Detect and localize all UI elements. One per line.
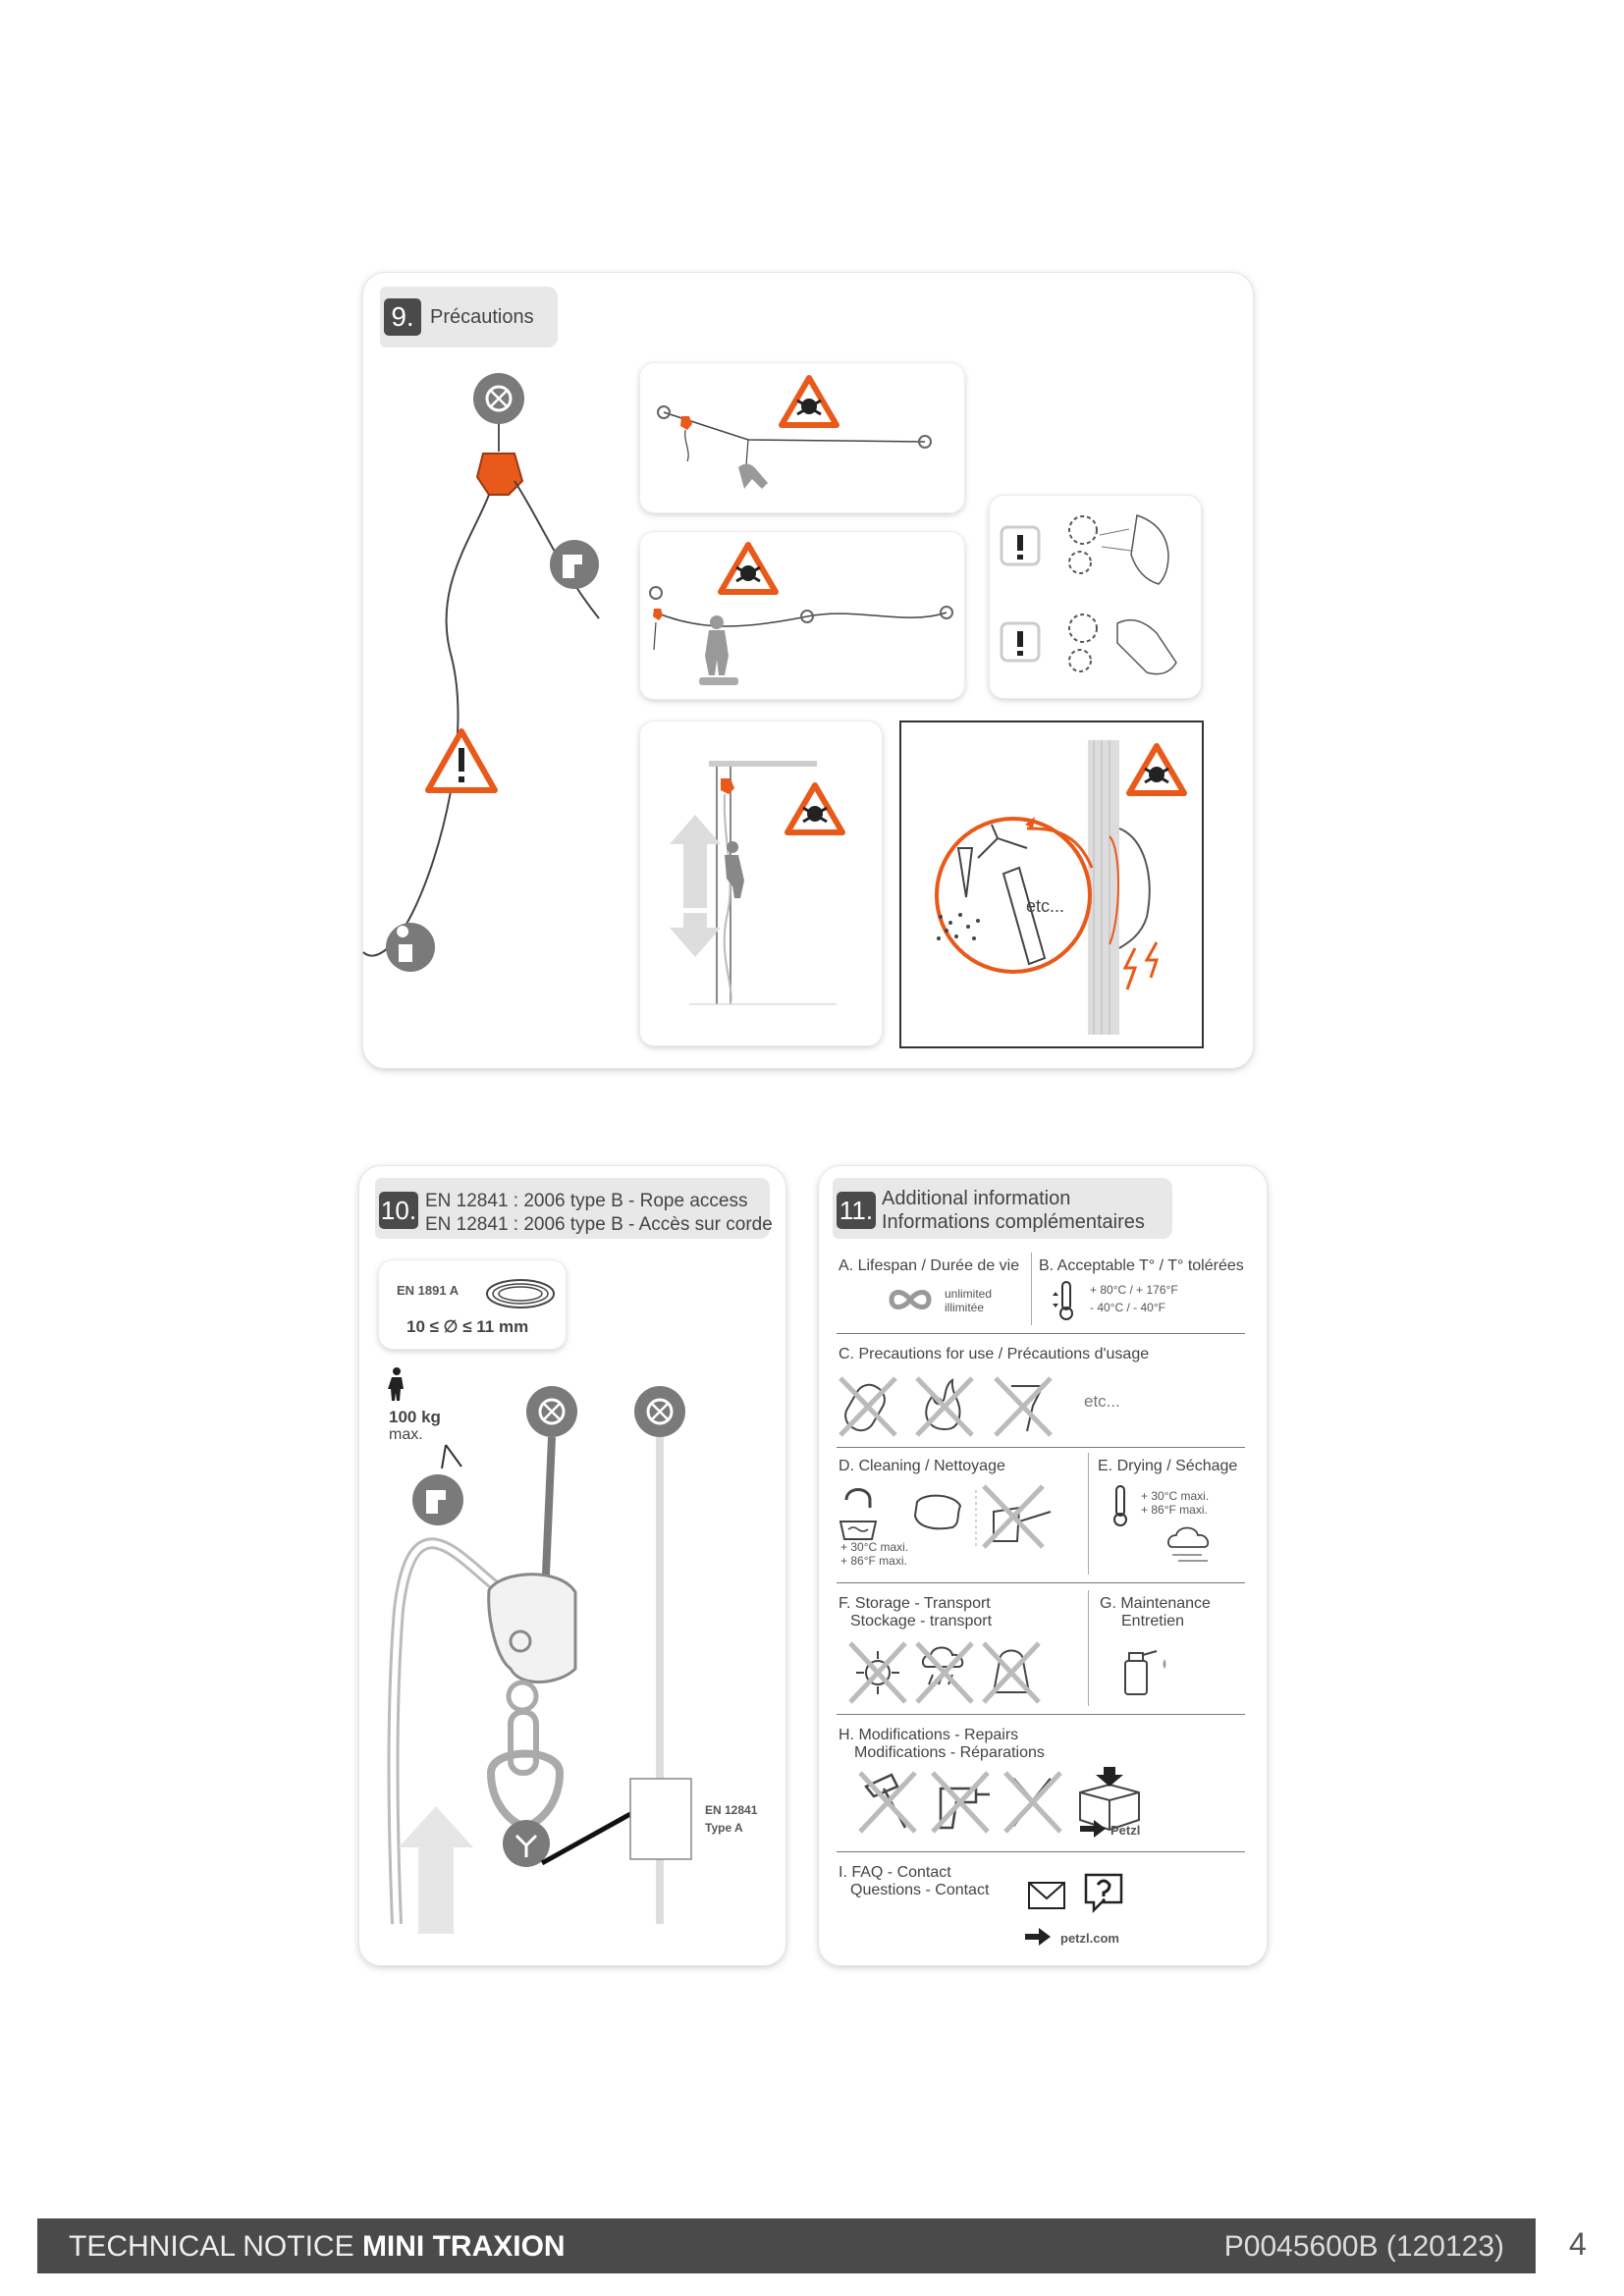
drying-thermometer-icon <box>1113 1485 1127 1526</box>
question-icon <box>1084 1873 1123 1914</box>
lifespan-text2: illimitée <box>945 1301 985 1314</box>
max-weight-label: 100 kg <box>389 1408 441 1426</box>
magnified-hazard-circle <box>935 817 1092 974</box>
storage-label1: F. Storage - Transport <box>839 1595 991 1612</box>
divider-fg <box>837 1714 1245 1715</box>
page-number: 4 <box>1569 2226 1587 2262</box>
tools-icon <box>1003 1771 1062 1834</box>
lightning-icon <box>1122 947 1138 990</box>
section-11-header <box>833 1178 1172 1239</box>
modifications-icons <box>858 1767 1140 1834</box>
tap-water-icon <box>839 1488 878 1540</box>
maintenance-label2: Entretien <box>1121 1613 1185 1629</box>
maintenance-label1: G. Maintenance <box>1100 1595 1211 1612</box>
entrapment-warning-illustration <box>1000 514 1177 675</box>
cleaning-temp1: + 30°C maxi. <box>840 1540 909 1554</box>
de-divider <box>1088 1453 1089 1575</box>
lifespan-label: A. Lifespan / Durée de vie <box>839 1257 1020 1274</box>
bag-icon <box>982 1641 1041 1704</box>
section-11-title1: Additional information <box>882 1188 1071 1209</box>
divider-c <box>837 1447 1245 1448</box>
up-down-arrow-icon <box>670 815 721 908</box>
ab-divider <box>1031 1253 1032 1325</box>
mini-traxion-device <box>475 453 524 496</box>
rope-diameter-label: 10 ≤ ∅ ≤ 11 mm <box>406 1317 529 1336</box>
footer-title: TECHNICAL NOTICE MINI TRAXION <box>69 2230 566 2264</box>
debris-hazard-illustration <box>935 740 1187 1035</box>
cleaning-icons <box>839 1484 1052 1549</box>
precautions-label: C. Precautions for use / Précautions d'u… <box>839 1346 1150 1362</box>
section-10-line2: EN 12841 : 2006 type B - Accès sur corde <box>425 1214 773 1235</box>
temp-min: - 40°C / - 40°F <box>1090 1301 1165 1314</box>
return-box-icon <box>1079 1767 1140 1832</box>
backup-device-box <box>629 1778 692 1860</box>
section-10-line1: EN 12841 : 2006 type B - Rope access <box>425 1191 748 1211</box>
storage-label2: Stockage - transport <box>850 1613 993 1629</box>
rope-standard-label: EN 1891 A <box>397 1283 460 1298</box>
footer-reference: P0045600B (120123) <box>1223 2230 1504 2263</box>
drying-label: E. Drying / Séchage <box>1098 1458 1238 1474</box>
coiled-rope-icon <box>486 1279 555 1308</box>
pressure-washer-icon <box>982 1484 1052 1549</box>
suspended-worker-danger-illustration <box>657 375 932 489</box>
lifespan-text1: unlimited <box>945 1287 993 1301</box>
divider-de <box>837 1582 1245 1583</box>
drying-temp2: + 86°F maxi. <box>1141 1503 1208 1517</box>
petzl-brand: Petzl <box>1110 1823 1141 1838</box>
cleaning-temp2: + 86°F maxi. <box>840 1554 907 1568</box>
footer-notice: TECHNICAL NOTICE <box>69 2230 354 2263</box>
sponge-icon <box>913 1494 962 1530</box>
footer-bar: TECHNICAL NOTICE MINI TRAXION P0045600B … <box>37 2218 1536 2273</box>
fg-divider <box>1088 1590 1089 1706</box>
section-9-title: Précautions <box>430 306 534 328</box>
lubricant-spray-icon <box>1124 1650 1166 1695</box>
footer-product: MINI TRAXION <box>361 2230 566 2263</box>
rope-access-illustration <box>387 1386 692 1934</box>
person-icon <box>388 1367 404 1401</box>
up-arrow-icon <box>399 1806 473 1934</box>
typeA-line1: EN 12841 <box>705 1803 758 1817</box>
precautions-etc: etc... <box>1084 1392 1120 1411</box>
petzl-url: petzl.com <box>1060 1931 1119 1946</box>
divider-ab <box>837 1333 1245 1334</box>
temperature-label: B. Acceptable T° / T° tolérées <box>1039 1257 1244 1274</box>
debris-etc-label: etc... <box>1026 896 1065 916</box>
temp-max: + 80°C / + 176°F <box>1090 1283 1178 1297</box>
section-9-number: 9. <box>384 298 421 336</box>
arrow-right-icon <box>1080 1820 1106 1838</box>
typeA-line2: Type A <box>705 1821 743 1835</box>
section-11-number: 11. <box>837 1192 876 1229</box>
envelope-icon <box>1028 1882 1065 1909</box>
section-10-number: 10. <box>379 1192 418 1229</box>
drill-icon <box>931 1771 990 1834</box>
precautions-icons <box>839 1376 1053 1437</box>
carabiner-sharp-edge-icon <box>839 1376 897 1437</box>
arrow-right-icon <box>1025 1928 1051 1946</box>
fire-icon <box>915 1376 974 1437</box>
faq-label2: Questions - Contact <box>850 1882 990 1898</box>
ascent-panel <box>640 721 882 1045</box>
modifications-label2: Modifications - Réparations <box>854 1744 1045 1761</box>
pendulum-danger-illustration <box>649 542 953 685</box>
ascent-danger-illustration <box>670 761 845 1005</box>
section-11-title2: Informations complémentaires <box>882 1211 1145 1233</box>
mini-traxion-device <box>487 1573 577 1683</box>
cleaning-label: D. Cleaning / Nettoyage <box>839 1458 1005 1474</box>
max-weight-suffix: max. <box>389 1426 423 1443</box>
infinity-icon <box>889 1290 932 1309</box>
storage-icons <box>848 1641 1041 1704</box>
thermometer-icon <box>1053 1281 1073 1320</box>
chemical-icon <box>994 1376 1053 1437</box>
modifications-label1: H. Modifications - Repairs <box>839 1727 1019 1743</box>
rain-icon <box>915 1641 974 1704</box>
hammer-icon <box>858 1771 917 1834</box>
divider-h <box>837 1851 1245 1852</box>
rope-spec-box <box>379 1260 566 1349</box>
sun-icon <box>848 1641 907 1704</box>
drying-temp1: + 30°C maxi. <box>1141 1489 1210 1503</box>
faq-label1: I. FAQ - Contact <box>839 1864 951 1881</box>
air-dry-icon <box>1167 1526 1210 1562</box>
rope-main-illustration <box>362 373 600 972</box>
section-10-header <box>375 1178 770 1239</box>
